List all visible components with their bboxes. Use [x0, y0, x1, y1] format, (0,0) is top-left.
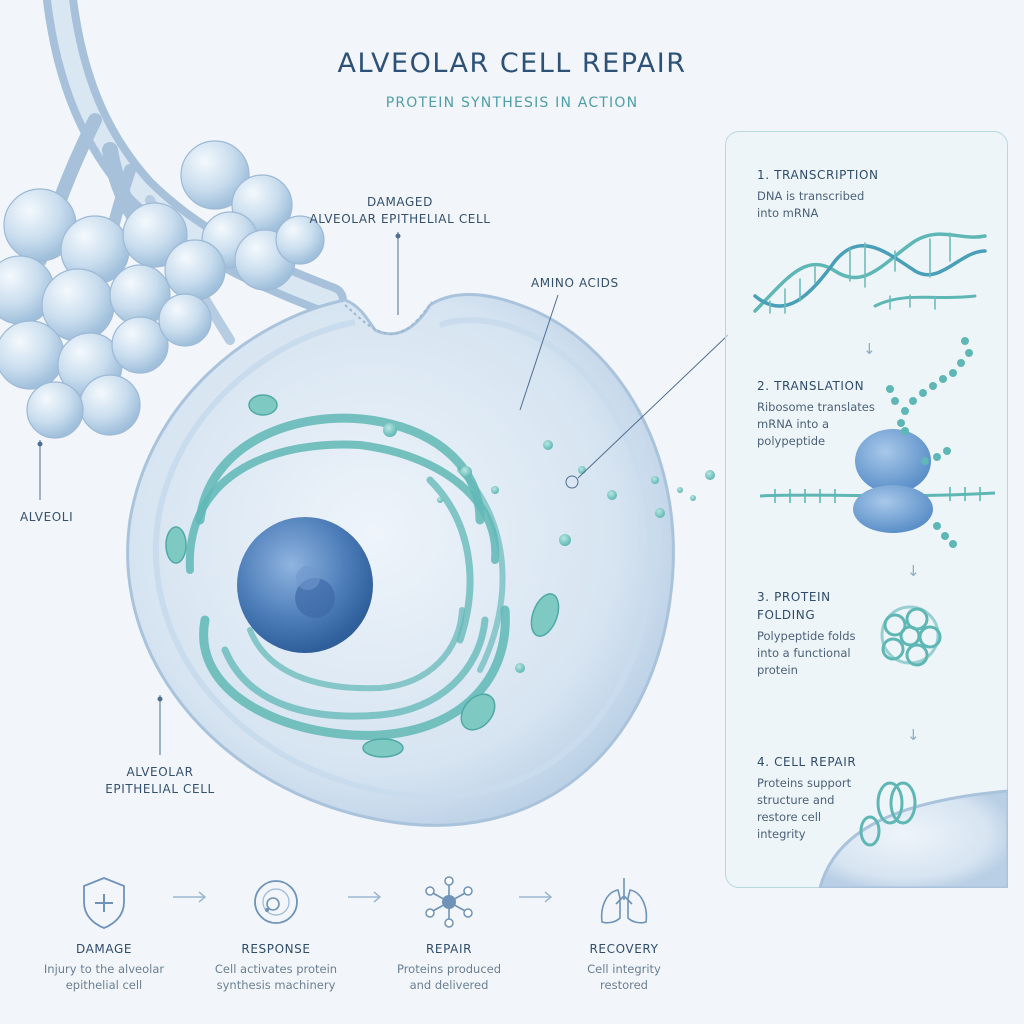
arrow-right-icon [348, 891, 382, 903]
stage-desc-line: Cell activates protein [214, 962, 338, 976]
step-title-line2: FOLDING [757, 608, 816, 622]
step-desc-line: into mRNA [757, 206, 819, 220]
step-cell-repair: 4. CELL REPAIR Proteins support structur… [757, 753, 856, 843]
epithelial-label-line2: EPITHELIAL CELL [105, 782, 215, 796]
stage-desc-line: synthesis machinery [216, 978, 336, 992]
alveoli-label: ALVEOLI [20, 510, 74, 524]
stage-desc-line: Proteins produced [396, 962, 502, 976]
step-desc-line: restore cell [757, 810, 822, 824]
nucleus [237, 517, 373, 653]
step-desc-line: into a functional [757, 646, 851, 660]
molecule-icon [425, 876, 473, 928]
stage-desc-line: restored [600, 978, 648, 992]
stage-response-title: RESPONSE [241, 942, 311, 956]
epithelial-label-line1: ALVEOLAR [126, 765, 194, 779]
stage-damage-desc: Injury to the alveolar epithelial cell [14, 961, 194, 993]
step-desc: Polypeptide folds into a functional prot… [757, 628, 856, 679]
arrow-down-icon: ↓ [863, 340, 876, 358]
repaired-membrane-icon [818, 781, 1008, 888]
step-desc-line: protein [757, 663, 798, 677]
stage-repair-desc: Proteins produced and delivered [359, 961, 539, 993]
stage-recovery-title: RECOVERY [589, 942, 659, 956]
epithelial-cell-label: ALVEOLAR EPITHELIAL CELL [95, 765, 225, 796]
damaged-label-line1: DAMAGED [367, 195, 433, 209]
damaged-membrane [344, 301, 433, 336]
arrow-right-icon [519, 891, 553, 903]
leader-lines [37, 232, 729, 755]
step-desc: Ribosome translates mRNA into a polypept… [757, 399, 875, 450]
step-desc-line: Proteins support [757, 776, 852, 790]
step-desc-line: integrity [757, 827, 806, 841]
step-translation: 2. TRANSLATION Ribosome translates mRNA … [757, 377, 875, 450]
step-transcription: 1. TRANSCRIPTION DNA is transcribed into… [757, 166, 879, 222]
arrow-down-icon: ↓ [907, 726, 920, 744]
step-desc: DNA is transcribed into mRNA [757, 188, 879, 222]
lungs-icon [600, 878, 648, 924]
step-protein-folding: 3. PROTEIN FOLDING Polypeptide folds int… [757, 588, 856, 679]
step-desc: Proteins support structure and restore c… [757, 775, 856, 843]
amino-acids [383, 423, 715, 673]
amino-acids-label: AMINO ACIDS [531, 276, 619, 290]
step-desc-line: DNA is transcribed [757, 189, 865, 203]
step-title: 3. PROTEIN [757, 590, 831, 604]
ribosome-icon [759, 337, 996, 548]
stage-desc-line: Injury to the alveolar [43, 962, 165, 976]
alveoli-cluster [0, 140, 325, 439]
cell-icon [254, 880, 298, 924]
stage-response-desc: Cell activates protein synthesis machine… [186, 961, 366, 993]
stage-repair-title: REPAIR [425, 942, 473, 956]
stage-damage-title: DAMAGE [75, 942, 133, 956]
stage-recovery-desc: Cell integrity restored [534, 961, 714, 993]
page-subtitle: PROTEIN SYNTHESIS IN ACTION [385, 95, 639, 111]
step-title: 4. CELL REPAIR [757, 755, 857, 769]
panel-illustrations [753, 232, 1008, 888]
stage-desc-line: Cell integrity [587, 962, 661, 976]
shield-plus-icon [83, 877, 125, 929]
stage-desc-line: epithelial cell [65, 978, 143, 992]
step-desc-line: Polypeptide folds [757, 629, 856, 643]
arrow-right-icon [173, 891, 207, 903]
page-title: ALVEOLAR CELL REPAIR [337, 48, 687, 79]
dna-helix-icon [753, 232, 987, 314]
damaged-cell-label: DAMAGED ALVEOLAR EPITHELIAL CELL [300, 195, 500, 226]
damaged-label-line2: ALVEOLAR EPITHELIAL CELL [309, 212, 491, 226]
arrow-down-icon: ↓ [907, 562, 920, 580]
step-desc-line: Ribosome translates [757, 400, 875, 414]
step-desc-line: mRNA into a [757, 417, 830, 431]
step-title: 2. TRANSLATION [757, 379, 865, 393]
stage-desc-line: and delivered [409, 978, 489, 992]
folded-protein-icon [880, 605, 942, 667]
step-title: 1. TRANSCRIPTION [757, 168, 879, 182]
step-desc-line: structure and [757, 793, 835, 807]
step-desc-line: polypeptide [757, 434, 826, 448]
mitochondria [165, 394, 560, 758]
